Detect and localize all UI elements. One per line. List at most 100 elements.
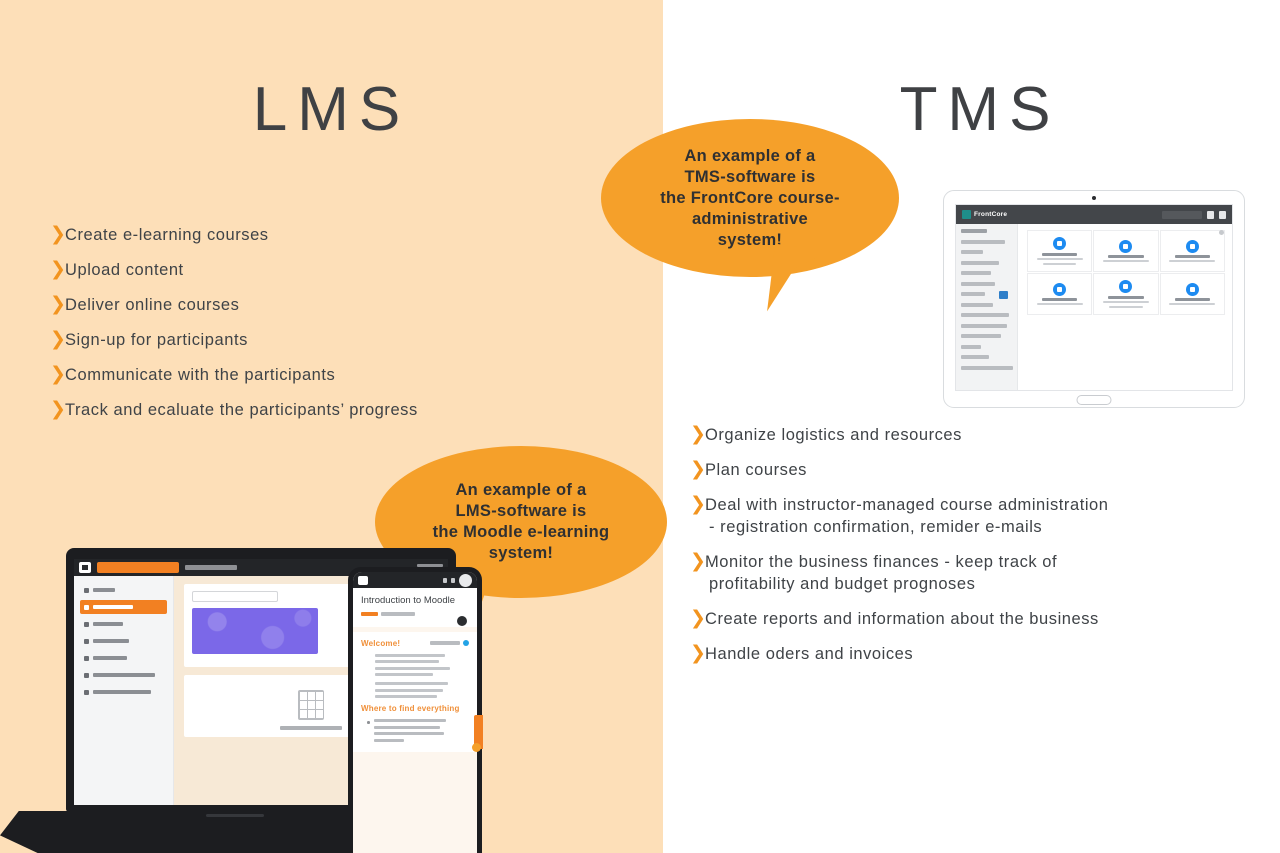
bell-icon[interactable] xyxy=(443,577,447,583)
list-item: ❯ Track and ecaluate the participants’ p… xyxy=(50,398,630,421)
list-item-label: Track and ecaluate the participants’ pro… xyxy=(65,401,418,419)
tms-title: TMS xyxy=(899,75,1061,144)
bullet-dot-icon xyxy=(367,721,370,724)
welcome-heading: Welcome! xyxy=(361,638,401,648)
sidebar-item-calendar[interactable] xyxy=(80,617,167,631)
sidebar-item[interactable] xyxy=(961,334,1001,338)
card-subtitle xyxy=(1036,258,1083,261)
list-item-label: Upload content xyxy=(65,261,184,279)
info-icon[interactable] xyxy=(463,640,469,646)
sidebar-item[interactable] xyxy=(961,323,1007,328)
chevron-right-icon: ❯ xyxy=(690,550,706,572)
breadcrumb-home[interactable] xyxy=(361,612,378,616)
chevron-right-icon: ❯ xyxy=(690,423,706,445)
document-icon xyxy=(1053,282,1067,296)
empty-state-icon xyxy=(298,690,324,720)
phone-screen: Introduction to Moodle Welcome! xyxy=(353,572,483,853)
sidebar-item-site-administration[interactable] xyxy=(80,685,167,699)
breadcrumb-my-courses[interactable] xyxy=(381,612,415,616)
callout-line: TMS-software is xyxy=(684,167,816,186)
avatar[interactable] xyxy=(459,573,472,587)
filter-dropdown[interactable] xyxy=(192,591,278,602)
list-item: ❯ Organize logistics and resources xyxy=(690,423,1250,446)
sidebar-item-my-courses[interactable] xyxy=(80,651,167,665)
grid-icon[interactable] xyxy=(1207,210,1214,219)
sidebar-item[interactable] xyxy=(961,260,999,265)
sidebar-item[interactable] xyxy=(961,355,989,359)
dashboard-card[interactable] xyxy=(1093,230,1159,272)
list-item-label: Create e-learning courses xyxy=(65,226,269,244)
chat-bubble-icon[interactable] xyxy=(999,291,1008,299)
hamburger-menu-icon[interactable] xyxy=(79,562,91,573)
lms-title: LMS xyxy=(252,75,411,144)
sidebar-item[interactable] xyxy=(961,281,995,286)
sidebar-item[interactable] xyxy=(961,302,993,307)
callout-line: An example of a xyxy=(684,146,816,165)
frontcore-main xyxy=(1018,224,1232,390)
search-input[interactable] xyxy=(1162,210,1202,219)
user-icon[interactable] xyxy=(1219,210,1226,219)
list-item: ❯ Upload content xyxy=(50,258,630,281)
frontcore-sidebar xyxy=(956,224,1018,390)
dashboard-card[interactable] xyxy=(1093,273,1159,315)
list-item: ❯ Plan courses xyxy=(690,458,1250,481)
sidebar-item[interactable] xyxy=(961,229,987,233)
list-item: ❯ Create e-learning courses xyxy=(50,223,630,246)
card-title xyxy=(1108,255,1144,258)
hamburger-menu-icon[interactable] xyxy=(358,575,368,585)
callout-line: LMS-software is xyxy=(455,502,587,520)
callout-line: administrative xyxy=(691,209,809,228)
sidebar-item[interactable] xyxy=(961,344,981,349)
sidebar-item[interactable] xyxy=(961,271,991,275)
lightbulb-icon xyxy=(1119,280,1133,294)
sidebar-item[interactable] xyxy=(961,250,983,254)
sidebar-item-home[interactable] xyxy=(80,583,167,597)
message-icon[interactable] xyxy=(451,577,455,583)
phone-mockup-moodle: Introduction to Moodle Welcome! xyxy=(348,567,483,853)
sidebar-item[interactable] xyxy=(961,292,985,296)
home-button xyxy=(1076,395,1112,405)
card-subtitle xyxy=(1102,301,1150,304)
list-item-label: Plan courses xyxy=(705,461,807,479)
sidebar-item-dashboard[interactable] xyxy=(80,600,167,614)
dashboard-card[interactable] xyxy=(1027,273,1093,315)
list-item-label: Create reports and information about the… xyxy=(705,610,1099,628)
sidebar-item-introduction-to-moodle[interactable] xyxy=(80,668,167,682)
breadcrumb xyxy=(361,612,469,616)
card-title xyxy=(1174,255,1211,258)
phone-topbar-icons xyxy=(443,573,472,587)
gear-icon[interactable] xyxy=(457,616,467,626)
your-progress xyxy=(430,640,469,646)
close-icon[interactable] xyxy=(1219,230,1224,235)
chevron-right-icon: ❯ xyxy=(50,328,66,350)
calendar-icon xyxy=(1185,239,1199,253)
dashboard-card[interactable] xyxy=(1159,273,1225,315)
list-item: ❯ Handle oders and invoices xyxy=(690,642,1250,665)
callout-line: An example of a xyxy=(455,481,587,499)
dashboard-card[interactable] xyxy=(1027,230,1093,272)
chart-icon xyxy=(1185,282,1199,296)
sidebar-item-label xyxy=(93,588,115,592)
topbar-menu[interactable] xyxy=(185,565,237,570)
page-title: Introduction to Moodle xyxy=(361,595,456,606)
card-subtitle xyxy=(1102,260,1150,263)
site-name-button[interactable] xyxy=(97,562,179,573)
topbar-actions xyxy=(1162,210,1226,219)
your-progress-label xyxy=(430,641,460,645)
side-drawer-handle[interactable] xyxy=(474,715,483,749)
card-subtitle xyxy=(1169,303,1216,306)
side-drawer-toggle-icon[interactable] xyxy=(472,743,481,752)
sidebar-item[interactable] xyxy=(961,313,1009,317)
sidebar-item[interactable] xyxy=(961,365,1013,370)
phone-course-header: Introduction to Moodle xyxy=(353,588,477,627)
sidebar-item-label xyxy=(93,690,151,694)
card-title xyxy=(1041,298,1078,301)
chevron-right-icon: ❯ xyxy=(690,493,706,515)
course-thumbnail[interactable] xyxy=(192,608,318,654)
camera-icon xyxy=(1092,196,1096,200)
sidebar-item-private-files[interactable] xyxy=(80,634,167,648)
card-title xyxy=(1174,298,1211,301)
dashboard-card[interactable] xyxy=(1159,230,1225,272)
sidebar-item[interactable] xyxy=(961,239,1005,244)
